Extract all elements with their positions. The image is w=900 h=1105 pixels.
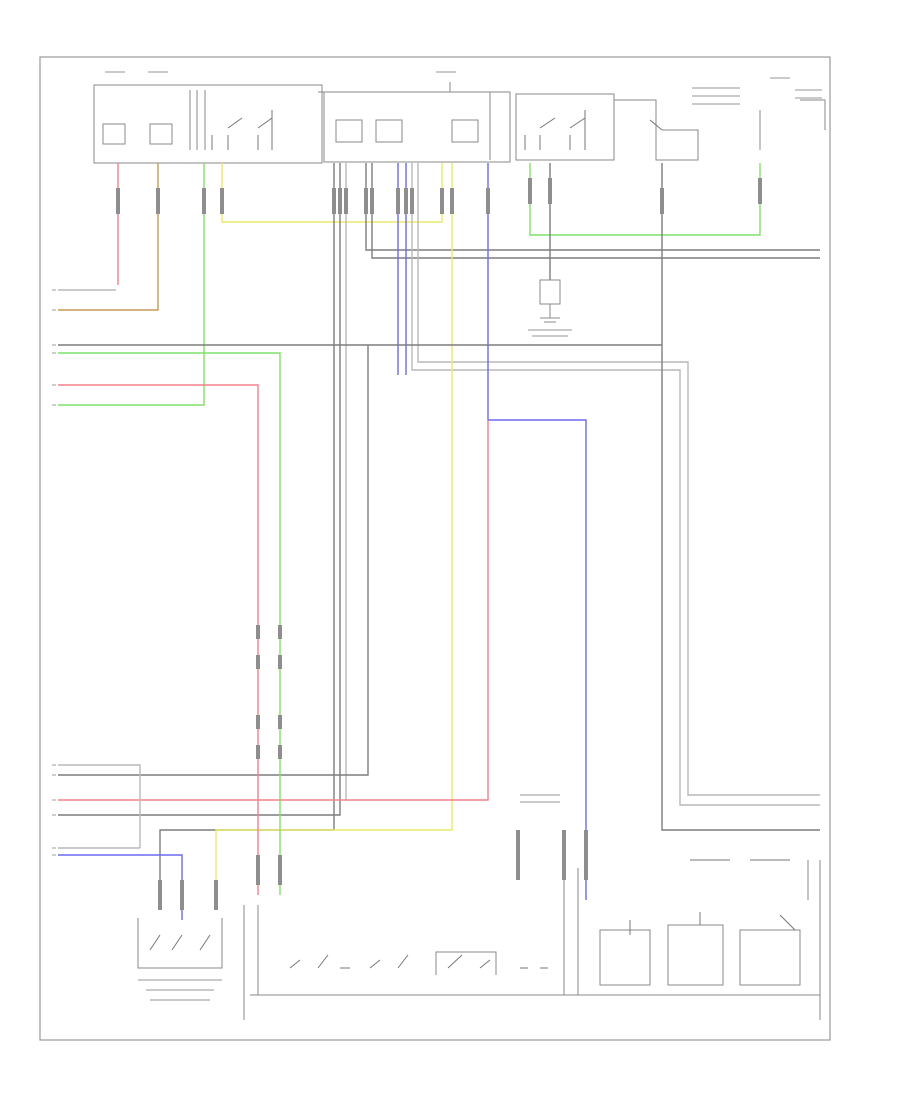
wire-black-2 [58,163,341,816]
wire-blue-bottom [58,854,183,920]
wire-green-right [529,163,761,236]
wire-gray-4 [411,163,820,806]
left-wire-ends [52,289,56,856]
wire-black-right [661,163,820,831]
wire-blue-right [487,163,587,900]
ground-symbol [528,279,572,337]
wire-gray-bottom2 [58,764,141,848]
wire-black-3 [58,345,369,776]
wire-black-h2 [371,163,820,259]
wire-green-main [58,352,281,895]
wire-red-right [58,420,489,801]
top-right-component [515,93,826,161]
top-labels [105,71,822,105]
lower-left-switch [137,880,223,1001]
wire-green-left [58,163,205,406]
wire-gray-5 [417,163,820,796]
connector-pins-middle [256,625,282,885]
connector-pins-top [116,178,762,214]
instrument-cluster [243,794,821,1020]
wire-brown-top [58,163,159,311]
wire-black-h1 [365,163,820,251]
diagram-frame [39,56,831,1041]
top-center-component [318,82,511,163]
wire-black-1 [159,163,335,895]
top-left-component [93,84,323,164]
wire-yellow-main [215,163,453,895]
wire-red-main [58,384,259,895]
